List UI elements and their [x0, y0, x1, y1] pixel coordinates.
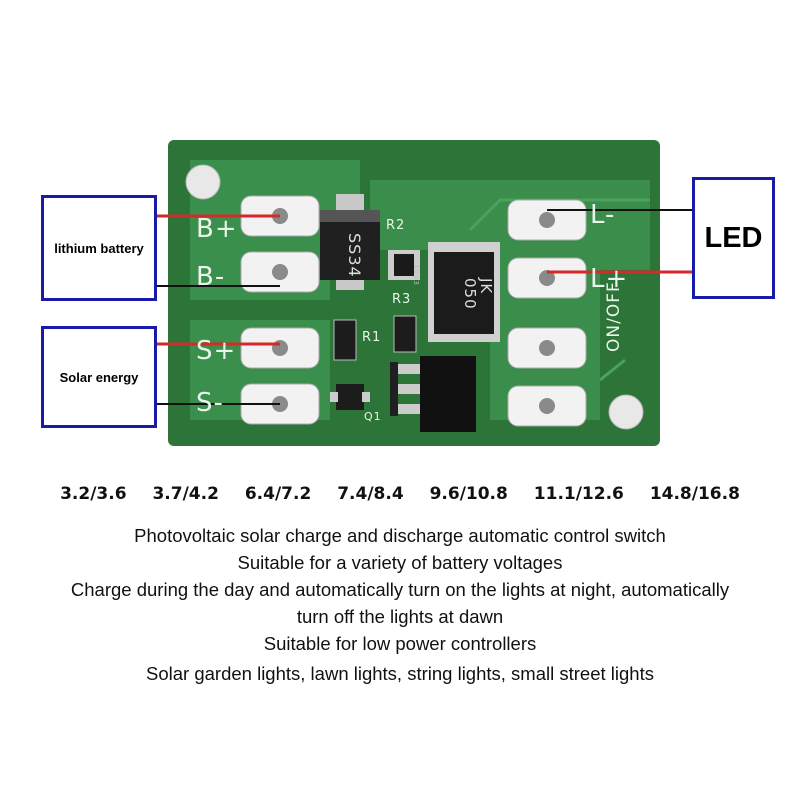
voltage-item: 6.4/7.2 — [244, 484, 312, 504]
resistor-r3 — [393, 315, 417, 353]
diode-marking: SS34 — [345, 233, 364, 278]
voltage-item: 11.1/12.6 — [533, 484, 624, 504]
voltage-item: 7.4/8.4 — [337, 484, 404, 504]
transistor-q1 — [330, 384, 370, 410]
resistor-r2 — [388, 250, 420, 280]
solar-callout-label: Solar energy — [59, 369, 139, 385]
description-line: turn off the lights at dawn — [296, 606, 504, 627]
mosfet-line-2: 050 — [461, 278, 479, 310]
silk-r2: R2 — [386, 218, 406, 233]
diode-ss34 — [320, 194, 380, 290]
pads-right — [507, 199, 587, 427]
silk-on-off: ON/OFF — [604, 281, 624, 352]
silk-r3: R3 — [392, 292, 412, 307]
led-callout: LED — [692, 177, 775, 299]
description-line: Suitable for a variety of battery voltag… — [237, 552, 563, 573]
mosfet-jk050 — [428, 242, 500, 342]
silk-b-minus: B- — [196, 262, 226, 292]
silk-l-plus: L+ — [590, 264, 629, 294]
voltage-item: 9.6/10.8 — [429, 484, 508, 504]
voltage-item: 14.8/16.8 — [649, 484, 740, 504]
battery-callout: lithium battery — [41, 195, 157, 301]
led-callout-label: LED — [704, 221, 763, 254]
description-line: Charge during the day and automatically … — [70, 579, 730, 600]
description-line: Solar garden lights, lawn lights, string… — [146, 663, 654, 684]
silk-r1: R1 — [362, 330, 382, 345]
voltage-list: 3.2/3.6 3.7/4.2 6.4/7.2 7.4/8.4 9.6/10.8… — [0, 484, 800, 504]
mounting-hole — [185, 164, 221, 200]
regulator-chip — [390, 356, 476, 432]
mounting-hole — [608, 394, 644, 430]
silk-s-minus: S- — [196, 388, 224, 418]
resistor-code: 1003 — [412, 264, 420, 286]
silk-q1: Q1 — [364, 410, 382, 423]
silk-l-minus: L- — [590, 200, 616, 230]
mosfet-line-1: JK — [477, 278, 495, 295]
voltage-item: 3.2/3.6 — [60, 484, 127, 504]
silk-s-plus: S+ — [196, 336, 237, 366]
solar-callout: Solar energy — [41, 326, 157, 428]
voltage-item: 3.7/4.2 — [152, 484, 219, 504]
trace-1 — [468, 198, 650, 232]
silk-b-plus: B+ — [196, 214, 238, 244]
description-line: Photovoltaic solar charge and discharge … — [134, 525, 666, 546]
pcb-board — [156, 140, 694, 446]
resistor-r1 — [333, 319, 357, 361]
description-line: Suitable for low power controllers — [263, 633, 537, 654]
trace-2 — [599, 358, 626, 382]
mosfet-marking: JK 050 — [461, 278, 495, 310]
battery-callout-label: lithium battery — [54, 240, 144, 256]
